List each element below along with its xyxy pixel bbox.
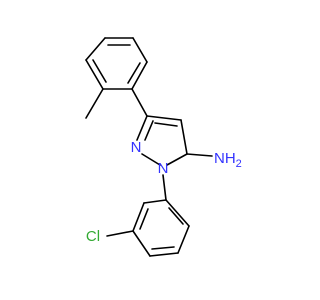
bond-chlorine: [106, 230, 134, 237]
amine-main: NH: [214, 150, 236, 167]
bond-double-inner: [144, 120, 154, 141]
molecule-structure: N N NH2 Cl: [85, 37, 242, 257]
bond-layer: [85, 37, 213, 257]
bond: [165, 199, 190, 227]
bond: [132, 230, 151, 257]
bond-double-inner: [92, 59, 107, 83]
atom-n-ring: N: [131, 139, 142, 156]
bond: [132, 37, 148, 63]
bond: [180, 119, 188, 155]
bond-double-inner: [127, 62, 141, 84]
amine-subscript: 2: [236, 158, 242, 170]
bond-methyl: [85, 88, 104, 119]
bond: [141, 153, 161, 166]
bond: [132, 202, 145, 232]
bond-double-inner: [139, 208, 149, 230]
bond: [131, 88, 148, 117]
bond: [85, 37, 106, 61]
atom-n-aryl: N: [158, 160, 169, 177]
bond: [166, 153, 188, 166]
bond-double-inner: [168, 207, 184, 225]
bond: [136, 115, 148, 141]
atom-label-layer: N N NH2 Cl: [86, 139, 242, 245]
atom-chlorine: Cl: [86, 228, 100, 245]
bond-double-inner: [154, 122, 178, 127]
bond: [85, 59, 104, 90]
bond: [149, 252, 179, 257]
bond: [177, 225, 190, 254]
atom-amine: NH2: [214, 150, 242, 170]
bond: [146, 115, 182, 121]
bond: [131, 61, 148, 90]
bond: [143, 199, 167, 204]
bond: [162, 174, 167, 201]
molecule-canvas: N N NH2 Cl: [85, 37, 242, 257]
bond-double-inner: [151, 246, 175, 250]
bond-amine: [186, 153, 213, 157]
